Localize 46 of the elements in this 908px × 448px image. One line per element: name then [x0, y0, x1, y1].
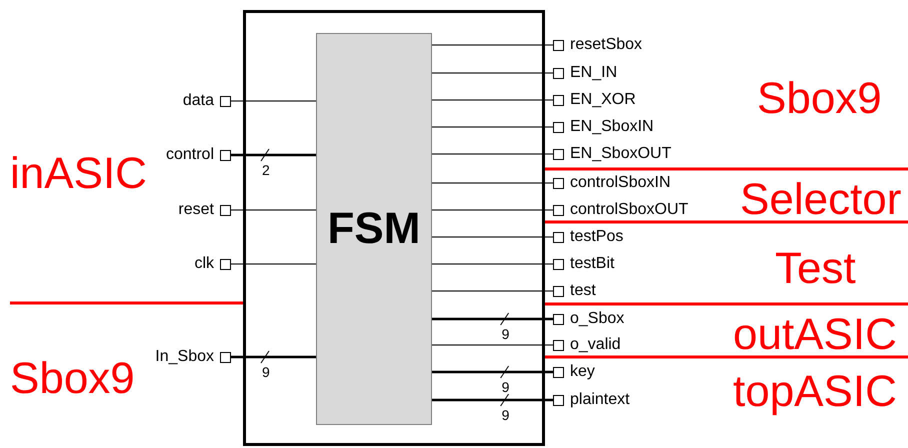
- pin-name: o_valid: [570, 336, 621, 354]
- bus-wire: [432, 366, 553, 378]
- pin-name: resetSbox: [570, 36, 642, 54]
- wire: [432, 236, 554, 238]
- section-label: inASIC: [10, 152, 147, 196]
- bus-wire: [231, 148, 316, 162]
- block-outline: [243, 10, 545, 446]
- pin-name: testBit: [570, 255, 614, 273]
- bus-width-label: 9: [261, 365, 271, 379]
- section-label: Sbox9: [757, 77, 882, 121]
- pin-name: control: [166, 146, 214, 164]
- fsm-block: FSM: [316, 33, 432, 425]
- pin-name: controlSboxIN: [570, 174, 670, 192]
- bus-wire: [231, 350, 316, 364]
- pin-name: clk: [194, 255, 214, 273]
- pin-name: test: [570, 282, 596, 300]
- pin-name: o_Sbox: [570, 310, 624, 328]
- section-label: Test: [775, 247, 856, 291]
- section-label: Selector: [740, 178, 902, 222]
- pin-name: reset: [178, 201, 214, 219]
- pin-name: In_Sbox: [155, 348, 214, 366]
- wire: [230, 100, 316, 102]
- pin-name: plaintext: [570, 391, 630, 409]
- section-label: topASIC: [733, 370, 897, 414]
- bus-wire: [432, 312, 553, 326]
- wire: [432, 44, 554, 46]
- wire: [432, 72, 554, 74]
- pin-name: testPos: [570, 228, 624, 246]
- bus-width-label: 9: [500, 380, 510, 394]
- pin-name: data: [182, 92, 214, 110]
- wire: [432, 182, 554, 184]
- wire: [432, 344, 554, 346]
- section-label: Sbox9: [10, 357, 135, 401]
- bus-width-label: 2: [261, 163, 271, 177]
- pin-name: EN_SboxIN: [570, 118, 654, 136]
- bus-width-label: 9: [500, 408, 510, 422]
- bus-wire: [432, 394, 553, 406]
- pin-name: key: [570, 363, 595, 381]
- pin-name: EN_SboxOUT: [570, 145, 672, 163]
- wire: [432, 290, 554, 292]
- bus-width-label: 9: [500, 327, 510, 341]
- wire: [432, 126, 554, 128]
- pin-name: controlSboxOUT: [570, 201, 688, 219]
- pin-name: EN_IN: [570, 64, 618, 82]
- section-label: outASIC: [733, 313, 897, 357]
- pin-name: EN_XOR: [570, 91, 636, 109]
